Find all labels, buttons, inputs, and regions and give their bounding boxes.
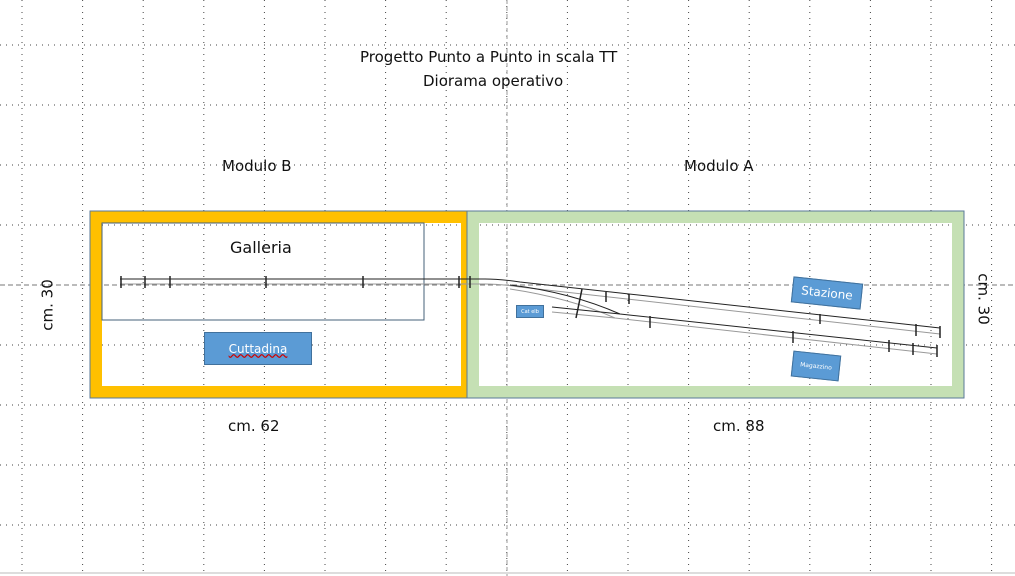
depth-left-label: cm. 30 — [38, 279, 57, 331]
depth-right-label: cm. 30 — [974, 273, 993, 325]
galleria-label: Galleria — [230, 238, 292, 257]
small-building-box: Cat elb — [516, 305, 544, 318]
track-plan — [120, 276, 941, 357]
modulo-a-frame — [467, 211, 964, 398]
modulo-a-label: Modulo A — [684, 157, 754, 175]
title-line-1: Progetto Punto a Punto in scala TT — [360, 48, 618, 66]
modulo-b-length: cm. 62 — [228, 417, 280, 435]
modulo-b-label: Modulo B — [222, 157, 292, 175]
cuttadina-box: Cuttadina — [204, 332, 312, 365]
galleria-tunnel — [101, 222, 425, 321]
magazzino-box: Magazzino — [790, 350, 842, 382]
layout-outline — [89, 210, 965, 399]
modulo-a-length: cm. 88 — [713, 417, 765, 435]
title-line-2: Diorama operativo — [423, 72, 564, 90]
